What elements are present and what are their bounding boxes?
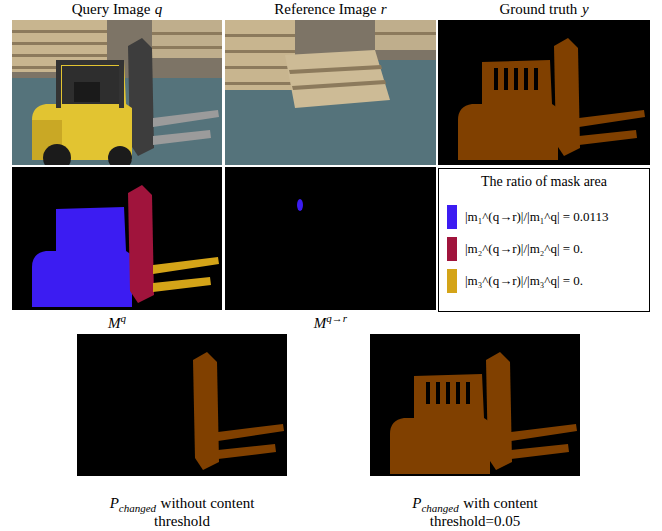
- mask-region: [128, 185, 154, 303]
- caption-line: Mq: [108, 314, 126, 332]
- pallet-slat: [289, 65, 382, 74]
- image-panel: Reference Image r: [225, 0, 436, 166]
- mask-region: [153, 257, 219, 292]
- legend-text: |m₂^(q→r)|/|m₂^q| = 0.: [465, 241, 583, 257]
- mask-ground: [77, 334, 287, 476]
- guard-pillar: [119, 60, 124, 108]
- legend-swatch: [447, 237, 457, 261]
- pallet-slat: [292, 80, 386, 90]
- image-panel: Mq: [12, 167, 222, 332]
- caption-line: Mq→r: [314, 314, 347, 332]
- forklift-wheel: [108, 146, 132, 170]
- caption-line: Ground truth y: [499, 0, 588, 18]
- pallet-stack: [375, 20, 436, 50]
- mask-region: [554, 38, 580, 156]
- mask-region: [458, 60, 558, 160]
- caption-line: Pchangedwith content threshold=0.05: [400, 494, 550, 530]
- mask-region: [486, 352, 512, 470]
- image-panel: Pchangedwith content threshold=0.05: [370, 334, 580, 530]
- caption-variable: q: [155, 1, 163, 17]
- legend-text: |m₃^(q→r)|/|m₃^q| = 0.: [465, 273, 583, 289]
- pallet-slat: [375, 32, 436, 35]
- legend-text: |m₁^(q→r)|/|m₁^q| = 0.0113: [465, 209, 609, 225]
- mask-region: [193, 352, 219, 470]
- query-photo: [12, 20, 222, 172]
- legend-row: |m₁^(q→r)|/|m₁^q| = 0.0113: [447, 205, 641, 229]
- caption-superscript: q→r: [326, 312, 347, 324]
- legend: |m₁^(q→r)|/|m₁^q| = 0.0113 |m₂^(q→r)|/|m₂…: [447, 197, 641, 293]
- floor: [225, 20, 436, 165]
- warped-masks: [225, 167, 436, 310]
- image-panel: Mq→r: [225, 167, 436, 332]
- forklift-seat: [74, 82, 100, 102]
- caption-line: Query Imageq: [72, 0, 163, 18]
- image-panel: Pchangedwithout content threshold: [77, 334, 287, 530]
- caption-text: without content threshold: [154, 495, 254, 529]
- legend-box: The ratio of mask area |m₁^(q→r)|/|m₁^q| …: [438, 168, 650, 312]
- forklift-body: [32, 60, 132, 160]
- legend-swatch: [447, 269, 457, 293]
- pallet-slat: [225, 34, 295, 37]
- pallet-stack: [152, 20, 222, 58]
- query-masks: [12, 167, 222, 310]
- caption-superscript: q: [121, 312, 127, 324]
- forklift-forks: [153, 110, 219, 145]
- mask-region: [390, 374, 490, 474]
- caption-line: Reference Image r: [274, 0, 386, 18]
- mask-ground: [370, 334, 580, 476]
- image-panel: Ground truth y: [438, 0, 650, 166]
- caption-variable: r: [381, 1, 387, 17]
- caption-variable: M: [314, 315, 327, 331]
- reference-photo: [225, 20, 436, 165]
- floor: [12, 20, 222, 165]
- pallet-slat: [225, 50, 295, 53]
- floor-pallet: [285, 50, 390, 108]
- image-panel: Query Imageq: [12, 0, 222, 166]
- box-heading: The ratio of mask area: [481, 174, 607, 189]
- mask-hole: [426, 382, 470, 404]
- caption-variable: P: [412, 495, 421, 511]
- mask-region: [32, 207, 132, 307]
- overhead-guard: [56, 60, 124, 65]
- guard-pillar: [56, 60, 61, 108]
- legend-swatch: [447, 205, 457, 229]
- pallet-slat: [225, 66, 295, 69]
- pallet-slat: [12, 54, 107, 57]
- caption-line: Pchangedwithout content threshold: [107, 494, 257, 530]
- caption-variable: M: [108, 315, 121, 331]
- caption-text: Reference Image: [274, 1, 376, 17]
- pallet-slat: [12, 30, 107, 33]
- caption-subscript: changed: [119, 502, 156, 514]
- mask-region: [511, 424, 577, 459]
- pallet-slat: [152, 32, 222, 35]
- prediction-mask: [77, 334, 287, 476]
- prediction-mask: [370, 334, 580, 476]
- caption-text: Ground truth: [499, 1, 577, 17]
- caption-variable: y: [582, 1, 589, 17]
- mask-region: [297, 199, 303, 211]
- caption-variable: P: [110, 495, 119, 511]
- caption-subscript: changed: [421, 502, 458, 514]
- pallet-slat: [225, 82, 295, 85]
- pallet-slat: [152, 46, 222, 49]
- caption-text: with content threshold=0.05: [430, 495, 538, 529]
- mask-region: [218, 424, 284, 459]
- pallet-stack: [225, 20, 295, 90]
- legend-row: |m₃^(q→r)|/|m₃^q| = 0.: [447, 269, 641, 293]
- pallet-slat: [12, 42, 107, 45]
- mask-region: [579, 110, 645, 145]
- legend-row: |m₂^(q→r)|/|m₂^q| = 0.: [447, 237, 641, 261]
- mask-ground: [225, 167, 436, 310]
- caption-text: Query Image: [72, 1, 151, 17]
- mask-ground: [438, 20, 650, 165]
- ground-truth-mask: [438, 20, 650, 165]
- caption-line: The ratio of mask area: [447, 173, 641, 191]
- mask-hole: [494, 68, 538, 90]
- mask-ground: [12, 167, 222, 310]
- forklift-cab: [62, 66, 120, 104]
